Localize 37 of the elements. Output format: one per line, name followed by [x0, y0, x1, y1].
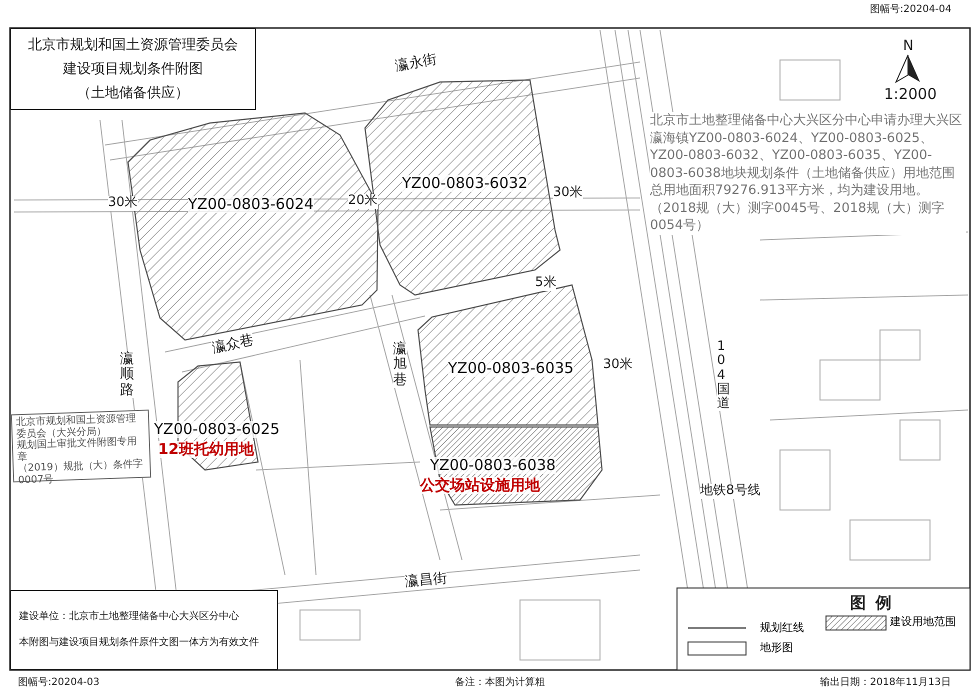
- road-width-label: 20米: [348, 194, 378, 209]
- land-use-label: 公交场站设施用地: [420, 477, 540, 494]
- agency-title: 北京市规划和国土资源管理委员会: [28, 36, 238, 54]
- metro-line-label: 地铁8号线: [700, 484, 760, 499]
- output-date: 输出日期：2018年11月13日: [820, 677, 951, 688]
- scale-label: 1:2000: [884, 86, 937, 104]
- map-title: 建设项目规划条件附图: [63, 60, 203, 78]
- remark-note: 备注：本图为计算粗: [455, 677, 545, 688]
- legend-label: 地形图: [760, 642, 793, 655]
- title-panel: [10, 28, 256, 110]
- sheet-number: 图幅号:20204-04: [870, 4, 952, 16]
- parcel-code: YZ00-0803-6035: [448, 360, 574, 378]
- road-width-label: 30米: [603, 358, 633, 373]
- parcel-code: YZ00-0803-6024: [188, 196, 314, 214]
- parcel-code: YZ00-0803-6025: [154, 421, 280, 438]
- street-name: 瀛昌街: [404, 570, 448, 590]
- map-subtitle: （土地储备供应）: [77, 84, 189, 102]
- validity-note: 本附图与建设项目规划条件原件文图一体方为有效文件: [19, 636, 259, 649]
- street-name: 瀛旭巷: [393, 342, 407, 388]
- street-name: 瀛永街: [394, 51, 438, 75]
- legend-title: 图例: [850, 594, 902, 612]
- application-note: 北京市土地整理储备中心大兴区分中心申请办理大兴区瀛海镇YZ00-0803-6024、YZ00-0803-6025、YZ00-0803-6032、YZ00-0803-6035、YZ00-0803-6038地块规划条件（土地储备供应）用地范围总用地面积79276.913平方米，均为建设用地。（2018规（大）测字0045号、2018规（大）测字0054号）: [650, 112, 966, 235]
- info-panel: [10, 590, 278, 670]
- official-stamp: [10, 410, 152, 482]
- land-use-label: 12班托幼用地: [158, 441, 254, 458]
- legend-label: 规划红线: [760, 622, 804, 635]
- road-width-label: 30米: [108, 196, 138, 211]
- road-width-label: 5米: [535, 276, 556, 291]
- street-name: 瀛顺路: [120, 352, 134, 398]
- sheet-number: 图幅号:20204-03: [18, 677, 100, 688]
- builder-note: 建设单位：北京市土地整理储备中心大兴区分中心: [19, 610, 239, 623]
- legend-label: 建设用地范围: [890, 616, 956, 629]
- north-label: N: [903, 38, 914, 54]
- parcel-code: YZ00-0803-6032: [402, 175, 528, 192]
- road-name: 104国道: [717, 340, 730, 412]
- parcel-code: YZ00-0803-6038: [430, 457, 556, 474]
- road-width-label: 30米: [553, 186, 583, 201]
